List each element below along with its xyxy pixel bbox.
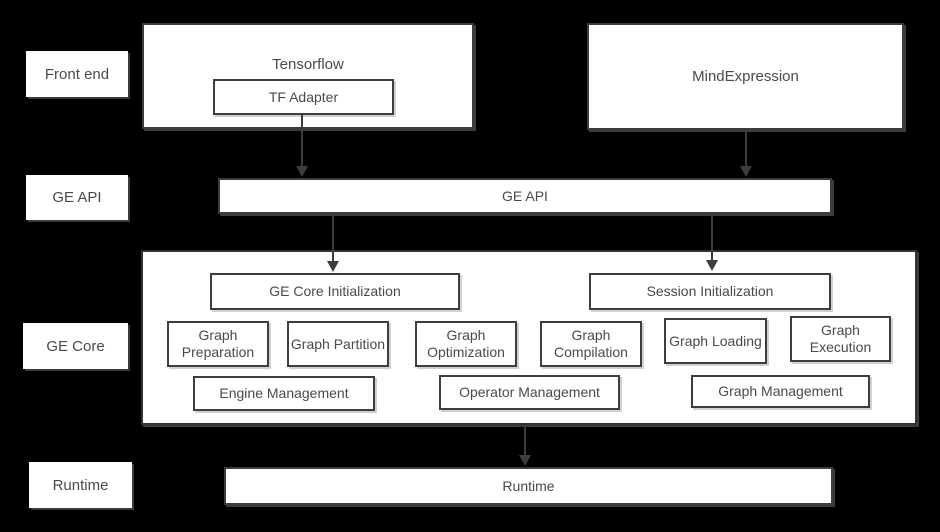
mindexpression-box: MindExpression: [587, 23, 904, 130]
graph-execution-box: Graph Execution: [790, 316, 891, 362]
row-label-runtime: Runtime: [29, 462, 132, 508]
row-label-front-end: Front end: [26, 51, 128, 97]
graph-compilation-box: Graph Compilation: [540, 321, 642, 367]
ge-api-bar: GE API: [218, 178, 832, 214]
row-label-ge-api: GE API: [26, 175, 128, 220]
arrow-mindexpression-to-ge-api: [745, 130, 747, 167]
session-initialization-box: Session Initialization: [589, 273, 831, 310]
graph-optimization-box: Graph Optimization: [415, 321, 517, 367]
row-label-ge-core: GE Core: [23, 323, 128, 369]
graph-preparation-box: Graph Preparation: [167, 321, 269, 367]
engine-management-box: Engine Management: [193, 376, 375, 411]
tensorflow-label: Tensorflow: [272, 56, 344, 73]
graph-partition-box: Graph Partition: [287, 321, 389, 367]
arrowhead-icon: [327, 261, 339, 272]
graph-management-box: Graph Management: [691, 375, 870, 408]
arrow-ge-api-to-ge-core-init: [332, 214, 334, 262]
ge-core-initialization-box: GE Core Initialization: [210, 273, 460, 310]
runtime-bar: Runtime: [224, 467, 833, 505]
arrowhead-icon: [706, 260, 718, 271]
arrow-ge-core-to-runtime: [524, 425, 526, 456]
arrowhead-icon: [519, 455, 531, 466]
tf-adapter-box: TF Adapter: [213, 79, 394, 115]
operator-management-box: Operator Management: [439, 375, 620, 410]
arrowhead-icon: [296, 166, 308, 177]
arrow-ge-api-to-session-init: [711, 214, 713, 261]
arrowhead-icon: [740, 166, 752, 177]
arrow-tf-adapter-to-ge-api: [301, 115, 303, 167]
graph-loading-box: Graph Loading: [664, 318, 767, 364]
